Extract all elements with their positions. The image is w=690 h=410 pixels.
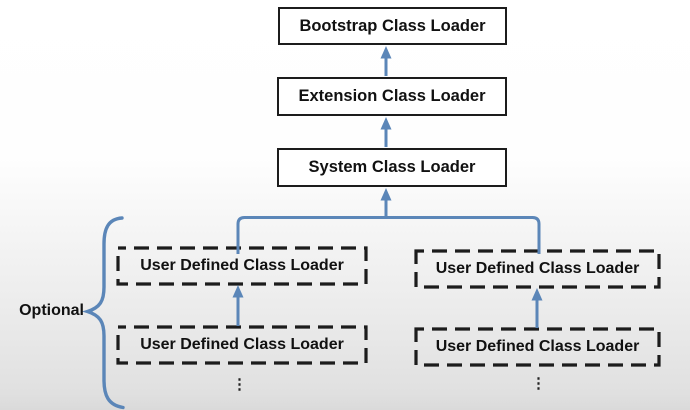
- ellipsis-left: ⋮: [232, 376, 247, 393]
- node-extension-class-loader: Extension Class Loader: [277, 77, 507, 116]
- arrow-up-icon: [380, 117, 392, 147]
- arrow-up-icon: [380, 46, 392, 76]
- node-label: Extension Class Loader: [298, 87, 486, 105]
- node-user-defined-class-loader-left-bottom: User Defined Class Loader: [118, 327, 366, 363]
- node-label: User Defined Class Loader: [140, 336, 344, 353]
- arrow-up-icon: [380, 188, 392, 217]
- node-user-defined-class-loader-right-bottom: User Defined Class Loader: [416, 329, 659, 365]
- node-user-defined-class-loader-left-top: User Defined Class Loader: [118, 248, 366, 284]
- dashed-box-outline-left-bottom: [116, 325, 368, 365]
- arrow-up-icon: [531, 288, 543, 328]
- node-bootstrap-class-loader: Bootstrap Class Loader: [278, 7, 507, 45]
- node-label: Bootstrap Class Loader: [299, 16, 486, 35]
- dashed-box-outline-right-bottom: [414, 327, 661, 367]
- node-label: User Defined Class Loader: [435, 338, 640, 355]
- optional-label: Optional: [19, 302, 84, 319]
- node-label: User Defined Class Loader: [140, 257, 344, 274]
- node-system-class-loader: System Class Loader: [277, 148, 507, 187]
- node-label: User Defined Class Loader: [435, 260, 640, 277]
- dashed-box-outline-left-top: [116, 246, 368, 286]
- optional-brace: [81, 216, 125, 410]
- branch-connector-line: [236, 216, 541, 254]
- node-user-defined-class-loader-right-top: User Defined Class Loader: [416, 251, 659, 287]
- arrow-up-icon: [232, 285, 244, 326]
- node-label: System Class Loader: [308, 158, 476, 176]
- ellipsis-right: ⋮: [531, 375, 546, 392]
